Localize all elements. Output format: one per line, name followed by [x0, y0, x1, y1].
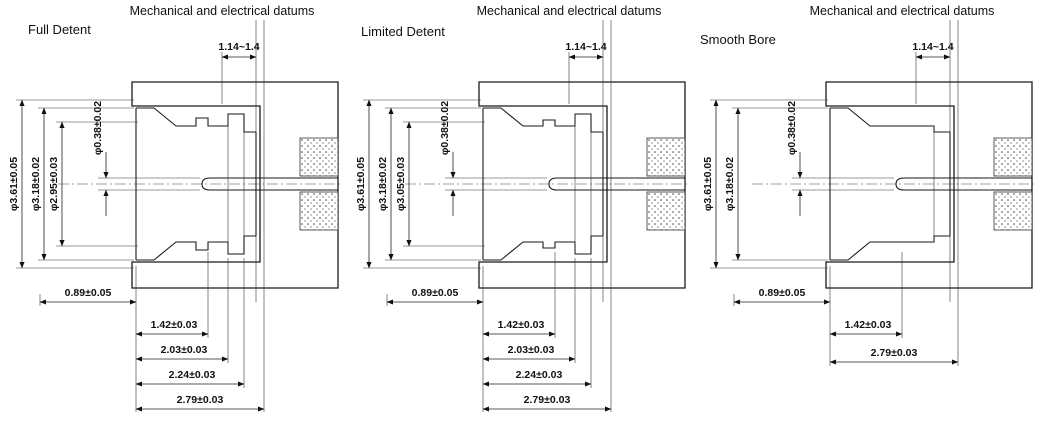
panel-full-detent: Full Detent Mechanical and electrical da…: [0, 0, 347, 439]
dim-horizontals: 0.89±0.05 1.42±0.03 2.79±0.03: [733, 252, 959, 366]
dim-h-0: 0.89±0.05: [412, 287, 459, 299]
panel-title: Smooth Bore: [700, 32, 776, 47]
dielectric-section: [299, 137, 339, 231]
dim-diameters: φ3.61±0.05 φ3.18±0.02 φ0.38±0.02: [702, 99, 894, 269]
dim-horizontals: 0.89±0.05 1.42±0.03 2.03±0.03 2.24±0.03 …: [386, 252, 612, 412]
center-pin: [895, 177, 1032, 191]
dim-diameters: φ3.61±0.05 φ3.18±0.02 φ3.05±0.03 φ0.38±0…: [355, 99, 547, 269]
panel-title: Full Detent: [28, 22, 91, 37]
dim-top-label: 1.14~1.4: [218, 41, 259, 53]
dim-diameters: φ3.61±0.05 φ3.18±0.02 φ2.95±0.03 φ0.38±0…: [8, 99, 200, 269]
dim-dia-mid: φ3.18±0.02: [724, 157, 736, 211]
drawing-full-detent: Full Detent Mechanical and electrical da…: [8, 4, 342, 412]
dim-dia-bore: φ2.95±0.03: [48, 157, 60, 211]
datum-label: Mechanical and electrical datums: [810, 4, 995, 18]
dim-top-label: 1.14~1.4: [565, 41, 606, 53]
dim-h-0: 0.89±0.05: [759, 287, 806, 299]
connector-profile: [135, 107, 257, 261]
dim-horizontals: 0.89±0.05 1.42±0.03 2.03±0.03 2.24±0.03 …: [39, 252, 265, 412]
dim-h-4: 2.79±0.03: [177, 394, 224, 406]
panel-title: Limited Detent: [361, 24, 445, 39]
dim-h-1: 1.42±0.03: [151, 319, 198, 331]
connector-profile: [829, 107, 951, 261]
dim-dia-outer: φ3.61±0.05: [8, 157, 20, 211]
datum-label: Mechanical and electrical datums: [477, 4, 662, 18]
dim-dia-outer: φ3.61±0.05: [355, 157, 367, 211]
dielectric-section: [993, 137, 1033, 231]
dim-h-1: 1.42±0.03: [498, 319, 545, 331]
dim-h-3: 2.24±0.03: [169, 369, 216, 381]
dim-dia-mid: φ3.18±0.02: [30, 157, 42, 211]
dim-h-0: 0.89±0.05: [65, 287, 112, 299]
dim-h-2: 2.03±0.03: [161, 344, 208, 356]
dim-dia-pin: φ0.38±0.02: [786, 101, 798, 155]
dim-dia-mid: φ3.18±0.02: [377, 157, 389, 211]
panel-limited-detent: Limited Detent Mechanical and electrical…: [347, 0, 694, 439]
dim-dia-bore: φ3.05±0.03: [395, 157, 407, 211]
dim-dia-pin: φ0.38±0.02: [439, 101, 451, 155]
connector-profile: [482, 107, 604, 261]
dim-top: 1.14~1.4: [565, 41, 607, 104]
datum-label: Mechanical and electrical datums: [130, 4, 315, 18]
dim-dia-outer: φ3.61±0.05: [702, 157, 714, 211]
housing-section: [825, 81, 1033, 289]
dim-top-label: 1.14~1.4: [912, 41, 953, 53]
center-pin: [201, 177, 338, 191]
housing-section: [131, 81, 339, 289]
panel-smooth-bore: Smooth Bore Mechanical and electrical da…: [694, 0, 1042, 439]
dim-h-1: 1.42±0.03: [845, 319, 892, 331]
drawing-smooth-bore: Smooth Bore Mechanical and electrical da…: [700, 4, 1036, 366]
dim-top: 1.14~1.4: [218, 41, 260, 104]
dielectric-section: [646, 137, 686, 231]
drawing-limited-detent: Limited Detent Mechanical and electrical…: [355, 4, 689, 412]
dim-h-3: 2.24±0.03: [516, 369, 563, 381]
center-pin: [548, 177, 685, 191]
dim-dia-pin: φ0.38±0.02: [92, 101, 104, 155]
dim-h-2: 2.79±0.03: [871, 347, 918, 359]
dim-h-4: 2.79±0.03: [524, 394, 571, 406]
dim-h-2: 2.03±0.03: [508, 344, 555, 356]
dim-top: 1.14~1.4: [912, 41, 954, 104]
housing-section: [478, 81, 686, 289]
